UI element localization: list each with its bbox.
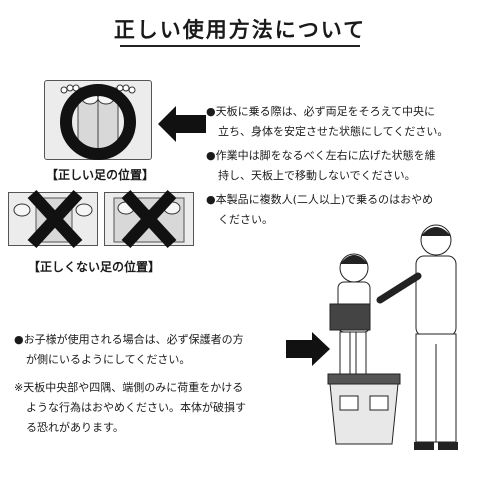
left-arrow-icon — [158, 106, 206, 142]
instruction-2-line-1: ●作業中は脚をなるべく左右に広げた状態を維 — [206, 149, 436, 162]
caution-note-line-1: ※天板中央部や四隅、端側のみに荷重をかける — [14, 381, 244, 394]
adult-child-illustration — [327, 224, 458, 450]
caution-note-line-2: ような行為はおやめください。本体が破損す — [26, 401, 246, 414]
instruction-3-line-1: ●本製品に複数人(二人以上)で乗るのはおやめ — [206, 193, 434, 206]
title-underline — [120, 45, 360, 47]
incorrect-caption: 【正しくない足の位置】 — [28, 260, 161, 274]
cross-icon — [121, 189, 177, 249]
instruction-3-line-2: ください。 — [218, 213, 273, 226]
circle-icon — [60, 84, 136, 160]
child-note-line-1: ●お子様が使用される場合は、必ず保護者の方 — [14, 333, 244, 346]
instruction-1-line-1: ●天板に乗る際は、必ず両足をそろえて中央に — [206, 105, 436, 118]
child-note-line-2: が側にいるようにしてください。 — [26, 353, 191, 366]
caution-note: ※天板中央部や四隅、端側のみに荷重をかける ような行為はおやめください。本体が破… — [14, 378, 246, 438]
correct-caption: 【正しい足の位置】 — [46, 168, 155, 182]
child-note: ●お子様が使用される場合は、必ず保護者の方 が側にいるようにしてください。 — [14, 330, 244, 370]
page-title: 正しい使用方法について — [113, 18, 367, 42]
cross-icon — [27, 189, 83, 249]
caution-note-line-3: る恐れがあります。 — [26, 421, 124, 434]
instruction-1-line-2: 立ち、身体を安定させた状態にしてください。 — [218, 125, 449, 138]
right-arrow-icon — [286, 332, 330, 366]
instruction-list: ●天板に乗る際は、必ず両足をそろえて中央に 立ち、身体を安定させた状態にしてくだ… — [206, 102, 448, 230]
instruction-2-line-2: 持し、天板上で移動しないでください。 — [218, 169, 416, 182]
